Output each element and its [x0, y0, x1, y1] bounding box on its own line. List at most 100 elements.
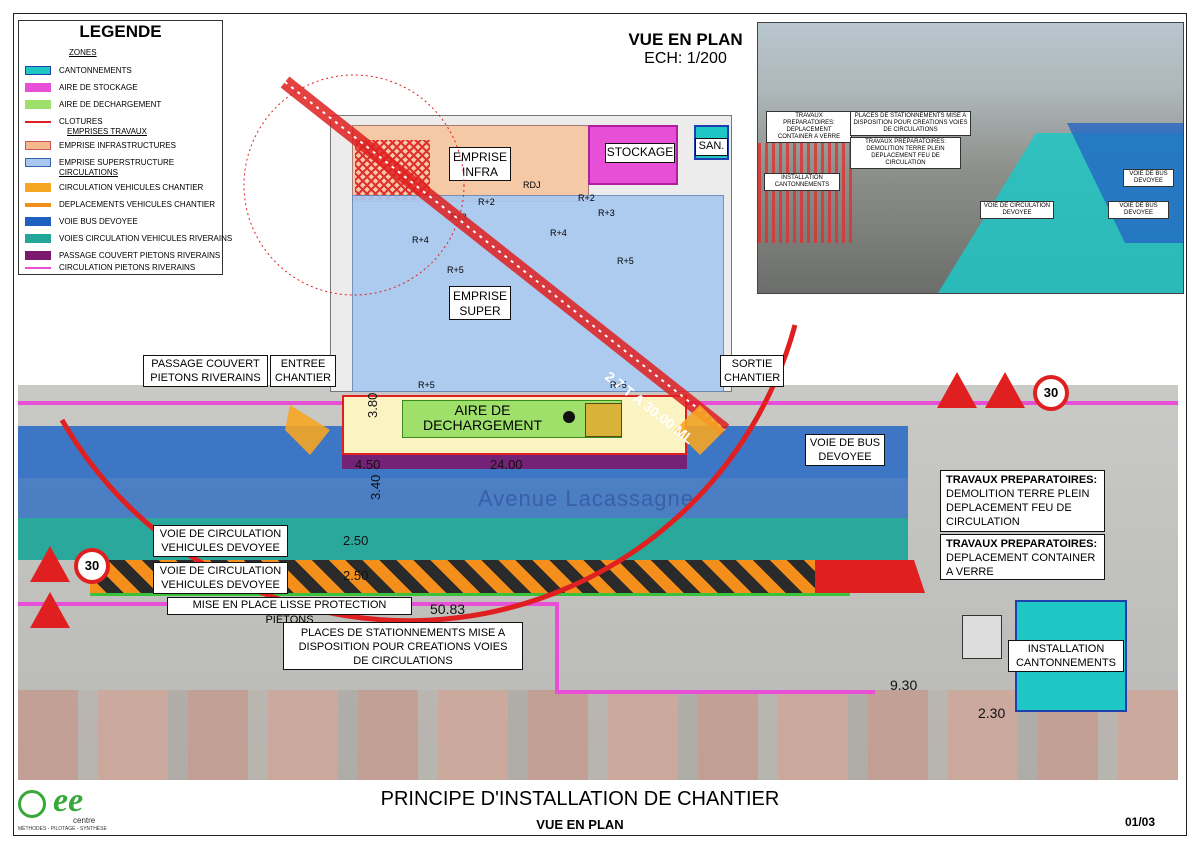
footer-title: PRINCIPE D'INSTALLATION DE CHANTIER — [380, 788, 780, 810]
avenue-name: Avenue Lacassagne — [478, 486, 694, 511]
pedestrian-path-low — [555, 690, 875, 694]
truck-icon — [585, 403, 622, 437]
legend-item-label: CLOTURES — [59, 117, 103, 126]
photo-label-demolition: TRAVAUX PREPARATOIRES: DEMOLITION TERRE … — [850, 137, 961, 169]
legend-swatch — [25, 183, 51, 192]
callout-voie-circ-2: VOIE DE CIRCULATION VEHICULES DEVOYEE — [153, 562, 288, 594]
legend-item-label: CIRCULATION VEHICULES CHANTIER — [59, 183, 204, 192]
crane-jib-hatch — [284, 81, 726, 431]
company-logo: ee centre MÉTHODES - PILOTAGE - SYNTHÈSE — [18, 782, 113, 835]
legend-item-label: EMPRISE SUPERSTRUCTURE — [59, 158, 175, 167]
dim-50-83: 50.83 — [430, 601, 466, 617]
legend-swatch — [25, 158, 51, 167]
legend-item: CANTONNEMENTS — [25, 64, 221, 78]
covered-walkway — [342, 455, 687, 469]
dim-2-50-b: 2.50 — [343, 568, 369, 583]
dim-9-30: 9.30 — [890, 677, 918, 693]
legend-item: AIRE DE STOCKAGE — [25, 81, 221, 95]
dim-2-50-a: 2.50 — [343, 533, 369, 548]
photo-label-voie-bus: VOIE DE BUS DEVOYEE — [1123, 169, 1174, 187]
floor-label: R+5 — [447, 265, 464, 275]
traffic-lane-top — [18, 478, 908, 518]
legend-item-label: CANTONNEMENTS — [59, 66, 132, 75]
floor-label: R+2 — [578, 193, 595, 203]
green-barrier — [90, 593, 850, 596]
photo-label-installation: INSTALLATION CANTONNEMENTS — [764, 173, 840, 191]
legend-item-label: VOIES CIRCULATION VEHICULES RIVERAINS — [59, 234, 233, 243]
legend-swatch — [25, 234, 51, 243]
callout-travaux-1-title: TRAVAUX PREPARATOIRES: — [946, 474, 1098, 486]
floor-label: R+3 — [598, 208, 615, 218]
plan-scale: ECH: 1/200 — [644, 50, 727, 67]
legend-swatch — [25, 141, 51, 150]
legend-item-label: VOIE BUS DEVOYEE — [59, 217, 138, 226]
callout-sortie: SORTIE CHANTIER — [720, 355, 784, 387]
legend-swatch — [25, 66, 51, 75]
floor-label: R+2 — [478, 197, 495, 207]
label-emprise-infra: EMPRISE INFRA — [449, 147, 511, 181]
callout-travaux-2-title: TRAVAUX PREPARATOIRES: — [946, 538, 1098, 550]
callout-lisse: MISE EN PLACE LISSE PROTECTION PIETONS — [167, 597, 412, 626]
legend-title: LEGENDE — [79, 22, 162, 41]
label-emprise-super: EMPRISE SUPER — [449, 286, 511, 320]
legend-swatch — [25, 121, 51, 123]
label-rdj: RDJ — [523, 180, 541, 190]
legend-item: VOIES CIRCULATION VEHICULES RIVERAINS — [25, 232, 232, 246]
callout-entree: ENTREE CHANTIER — [270, 355, 336, 387]
photo-red-fencing — [758, 143, 853, 243]
legend-swatch — [25, 100, 51, 109]
callout-travaux-2-body: DEPLACEMENT CONTAINER A VERRE — [946, 552, 1096, 578]
roadworks-sign-left-icon — [30, 592, 70, 628]
floor-label: R+4 — [550, 228, 567, 238]
legend-item: EMPRISE SUPERSTRUCTURE — [25, 156, 221, 170]
legend-item: EMPRISE INFRASTRUCTURES — [25, 139, 221, 153]
callout-travaux-2: TRAVAUX PREPARATOIRES: DEPLACEMENT CONTA… — [940, 534, 1105, 580]
red-zone — [815, 560, 925, 593]
label-san: SAN. — [695, 138, 728, 156]
logo-circle-icon — [18, 790, 46, 818]
legend-item: CIRCULATION VEHICULES CHANTIER — [25, 181, 221, 195]
callout-passage-couvert: PASSAGE COUVERT PIETONS RIVERAINS — [143, 355, 268, 387]
logo-sub: centre — [73, 816, 96, 825]
legend-item-label: PASSAGE COUVERT PIETONS RIVERAINS — [59, 251, 221, 260]
logo-tagline: MÉTHODES - PILOTAGE - SYNTHÈSE — [18, 826, 107, 832]
photo-label-voie-bus-2: VOIE DE BUS DEVOYEE — [1108, 201, 1169, 219]
plan-title: VUE EN PLAN — [628, 30, 743, 49]
dim-2-30: 2.30 — [978, 705, 1006, 721]
page-number: 01/03 — [1125, 815, 1156, 829]
legend-swatch — [25, 267, 51, 269]
legend-item: PASSAGE COUVERT PIETONS RIVERAINS — [25, 249, 221, 263]
legend: LEGENDE ZONES CANTONNEMENTS AIRE DE STOC… — [18, 20, 232, 275]
street-photo: TRAVAUX PREPARATOIRES: DEPLACEMENT CONTA… — [757, 22, 1184, 294]
speed-limit-sign: 30 — [1033, 375, 1069, 411]
label-aire-dechargement: AIRE DE DECHARGEMENT — [422, 402, 542, 433]
crane-radius-inner — [243, 74, 465, 296]
roadworks-sign-icon — [937, 372, 977, 408]
legend-item-label: CIRCULATION PIETONS RIVERAINS — [59, 263, 196, 272]
dim-3-80: 3.80 — [365, 392, 380, 418]
building-row-bottom — [18, 690, 1178, 780]
emprise-super-zone — [352, 195, 724, 392]
legend-zones-header: ZONES — [69, 48, 97, 57]
callout-voie-circ-1: VOIE DE CIRCULATION VEHICULES DEVOYEE — [153, 525, 288, 557]
photo-label-container: TRAVAUX PREPARATOIRES: DEPLACEMENT CONTA… — [766, 111, 852, 143]
legend-item: AIRE DE DECHARGEMENT — [25, 98, 221, 112]
legend-swatch — [25, 251, 51, 260]
legend-item: VOIE BUS DEVOYEE — [25, 215, 221, 229]
legend-item: CIRCULATION PIETONS RIVERAINS — [25, 261, 221, 275]
container-icon — [962, 615, 1002, 659]
photo-label-voie-circulation: VOIE DE CIRCULATION DEVOYEE — [980, 201, 1054, 219]
crane-base-icon — [563, 411, 575, 423]
legend-swatch — [25, 203, 51, 207]
sortie-arrow — [675, 405, 725, 455]
callout-voie-bus: VOIE DE BUS DEVOYEE — [805, 434, 885, 466]
label-stockage: STOCKAGE — [605, 143, 675, 163]
callout-installation: INSTALLATION CANTONNEMENTS — [1008, 640, 1124, 672]
floor-label: R+5 — [617, 256, 634, 266]
logo-mark: ee — [53, 782, 84, 819]
callout-travaux-1-body: DEMOLITION TERRE PLEIN DEPLACEMENT FEU D… — [946, 488, 1090, 528]
floor-label: R+4 — [412, 235, 429, 245]
speed-limit-sign-left: 30 — [74, 548, 110, 584]
legend-circulations-header: CIRCULATIONS — [59, 168, 118, 177]
narrowing-sign-left-icon — [30, 546, 70, 582]
